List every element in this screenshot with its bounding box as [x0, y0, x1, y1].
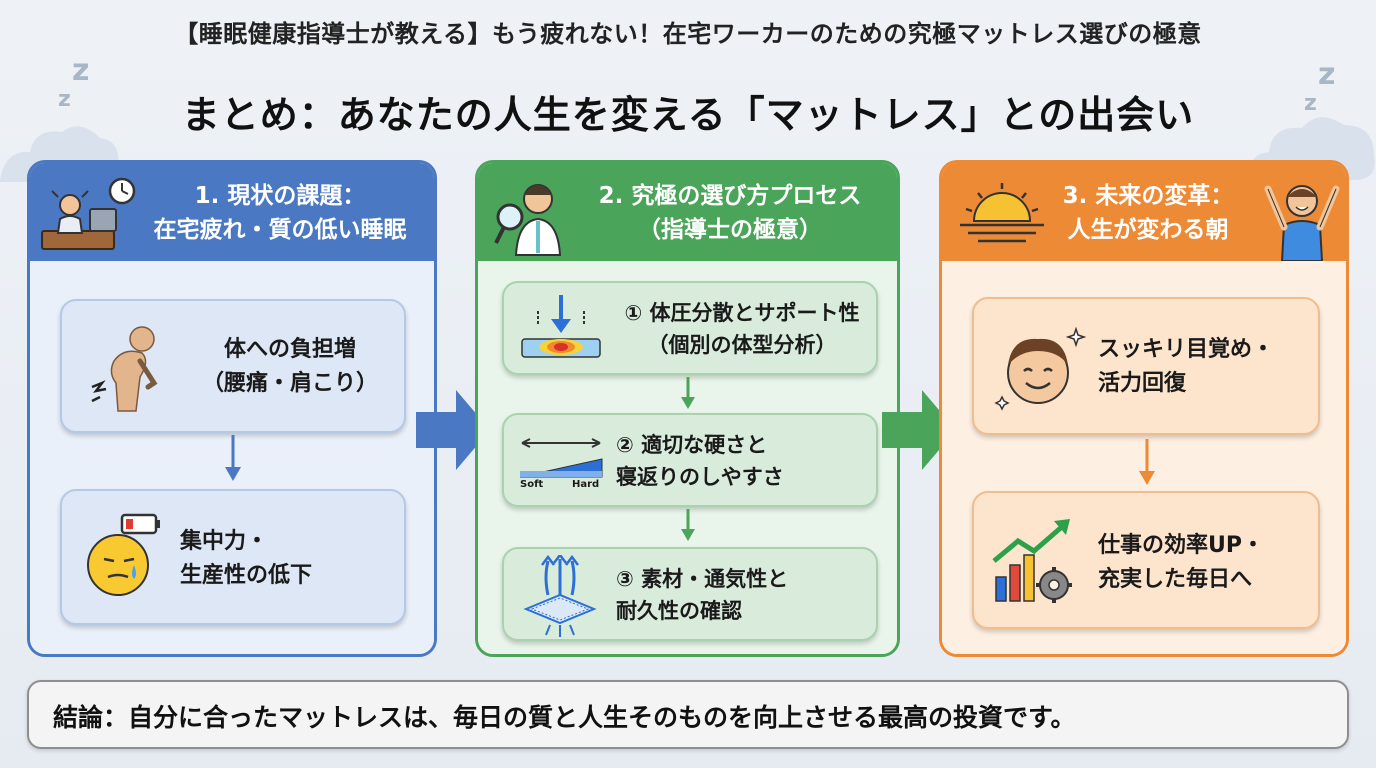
- happy-person-icon: [1264, 185, 1340, 261]
- panel-header: 3. 未来の変革： 人生が変わる朝: [942, 163, 1346, 261]
- down-arrow-icon: [225, 435, 241, 481]
- card-material-check: ③ 素材・通気性と 耐久性の確認: [502, 547, 878, 641]
- down-arrow-icon: [681, 377, 695, 409]
- back-pain-icon: [91, 326, 158, 412]
- firmness-scale-icon: [519, 438, 603, 478]
- stressed-worker-icon: [41, 177, 136, 250]
- down-arrow-icon: [681, 509, 695, 541]
- card-text: 体への負担増 （腰痛・肩こり）: [201, 337, 378, 396]
- doctor-magnifier-icon: [494, 184, 562, 256]
- card-pressure-distribution: ① 体圧分散とサポート性 （個別の体型分析）: [502, 281, 878, 375]
- panel-current-issues: 1. 現状の課題： 在宅疲れ・質の低い睡眠 体への負担増 （腰痛・肩こり） 集中…: [27, 160, 437, 657]
- airflow-material-icon: [523, 555, 597, 637]
- panel-title: 3. 未来の変革： 人生が変わる朝: [1062, 183, 1234, 243]
- main-title: まとめ：あなたの人生を変える「マットレス」との出会い: [181, 93, 1195, 137]
- growth-chart-icon: [992, 519, 1072, 603]
- panel-header: 1. 現状の課題： 在宅疲れ・質の低い睡眠: [30, 163, 434, 261]
- tired-face-low-battery-icon: [87, 513, 160, 596]
- card-body-burden: 体への負担増 （腰痛・肩こり）: [60, 299, 406, 433]
- smiling-face-icon: [994, 326, 1087, 411]
- right-arrow-icon: [882, 390, 956, 470]
- card-text: ② 適切な硬さと 寝返りのしやすさ: [616, 433, 784, 489]
- panel-header: 2. 究極の選び方プロセス （指導士の極意）: [478, 163, 897, 261]
- card-work-efficiency: 仕事の効率UP・ 充実した毎日へ: [972, 491, 1320, 629]
- card-text: ③ 素材・通気性と 耐久性の確認: [616, 567, 789, 623]
- card-text: 仕事の効率UP・ 充実した毎日へ: [1098, 533, 1264, 592]
- panel-future-change: 3. 未来の変革： 人生が変わる朝 スッキリ目覚め・ 活力回復: [939, 160, 1349, 657]
- conclusion-text: 結論：自分に合ったマットレスは、毎日の質と人生そのものを向上させる最高の投資です…: [53, 703, 1076, 732]
- panel-title: 2. 究極の選び方プロセス （指導士の極意）: [598, 183, 862, 243]
- card-text: 集中力・ 生産性の低下: [180, 529, 313, 588]
- panel-selection-process: 2. 究極の選び方プロセス （指導士の極意） ① 体圧分散とサポート性 （個別の…: [475, 160, 900, 657]
- card-text: ① 体圧分散とサポート性 （個別の体型分析）: [624, 301, 860, 357]
- top-title: 【睡眠健康指導士が教える】もう疲れない！在宅ワーカーのための究極マットレス選びの…: [174, 20, 1202, 48]
- scale-soft-label: Soft: [520, 479, 544, 490]
- pressure-map-icon: [521, 295, 601, 358]
- sunrise-icon: [960, 183, 1044, 243]
- card-text: スッキリ目覚め・ 活力回復: [1098, 337, 1275, 396]
- down-arrow-icon: [1139, 439, 1155, 485]
- card-refreshed-wakeup: スッキリ目覚め・ 活力回復: [972, 297, 1320, 435]
- card-productivity-drop: 集中力・ 生産性の低下: [60, 489, 406, 625]
- conclusion-box: 結論：自分に合ったマットレスは、毎日の質と人生そのものを向上させる最高の投資です…: [27, 680, 1349, 749]
- scale-hard-label: Hard: [572, 479, 600, 490]
- card-firmness: Soft Hard ② 適切な硬さと 寝返りのしやすさ: [502, 413, 878, 507]
- right-arrow-icon: [416, 390, 490, 470]
- panel-title: 1. 現状の課題： 在宅疲れ・質の低い睡眠: [153, 183, 407, 243]
